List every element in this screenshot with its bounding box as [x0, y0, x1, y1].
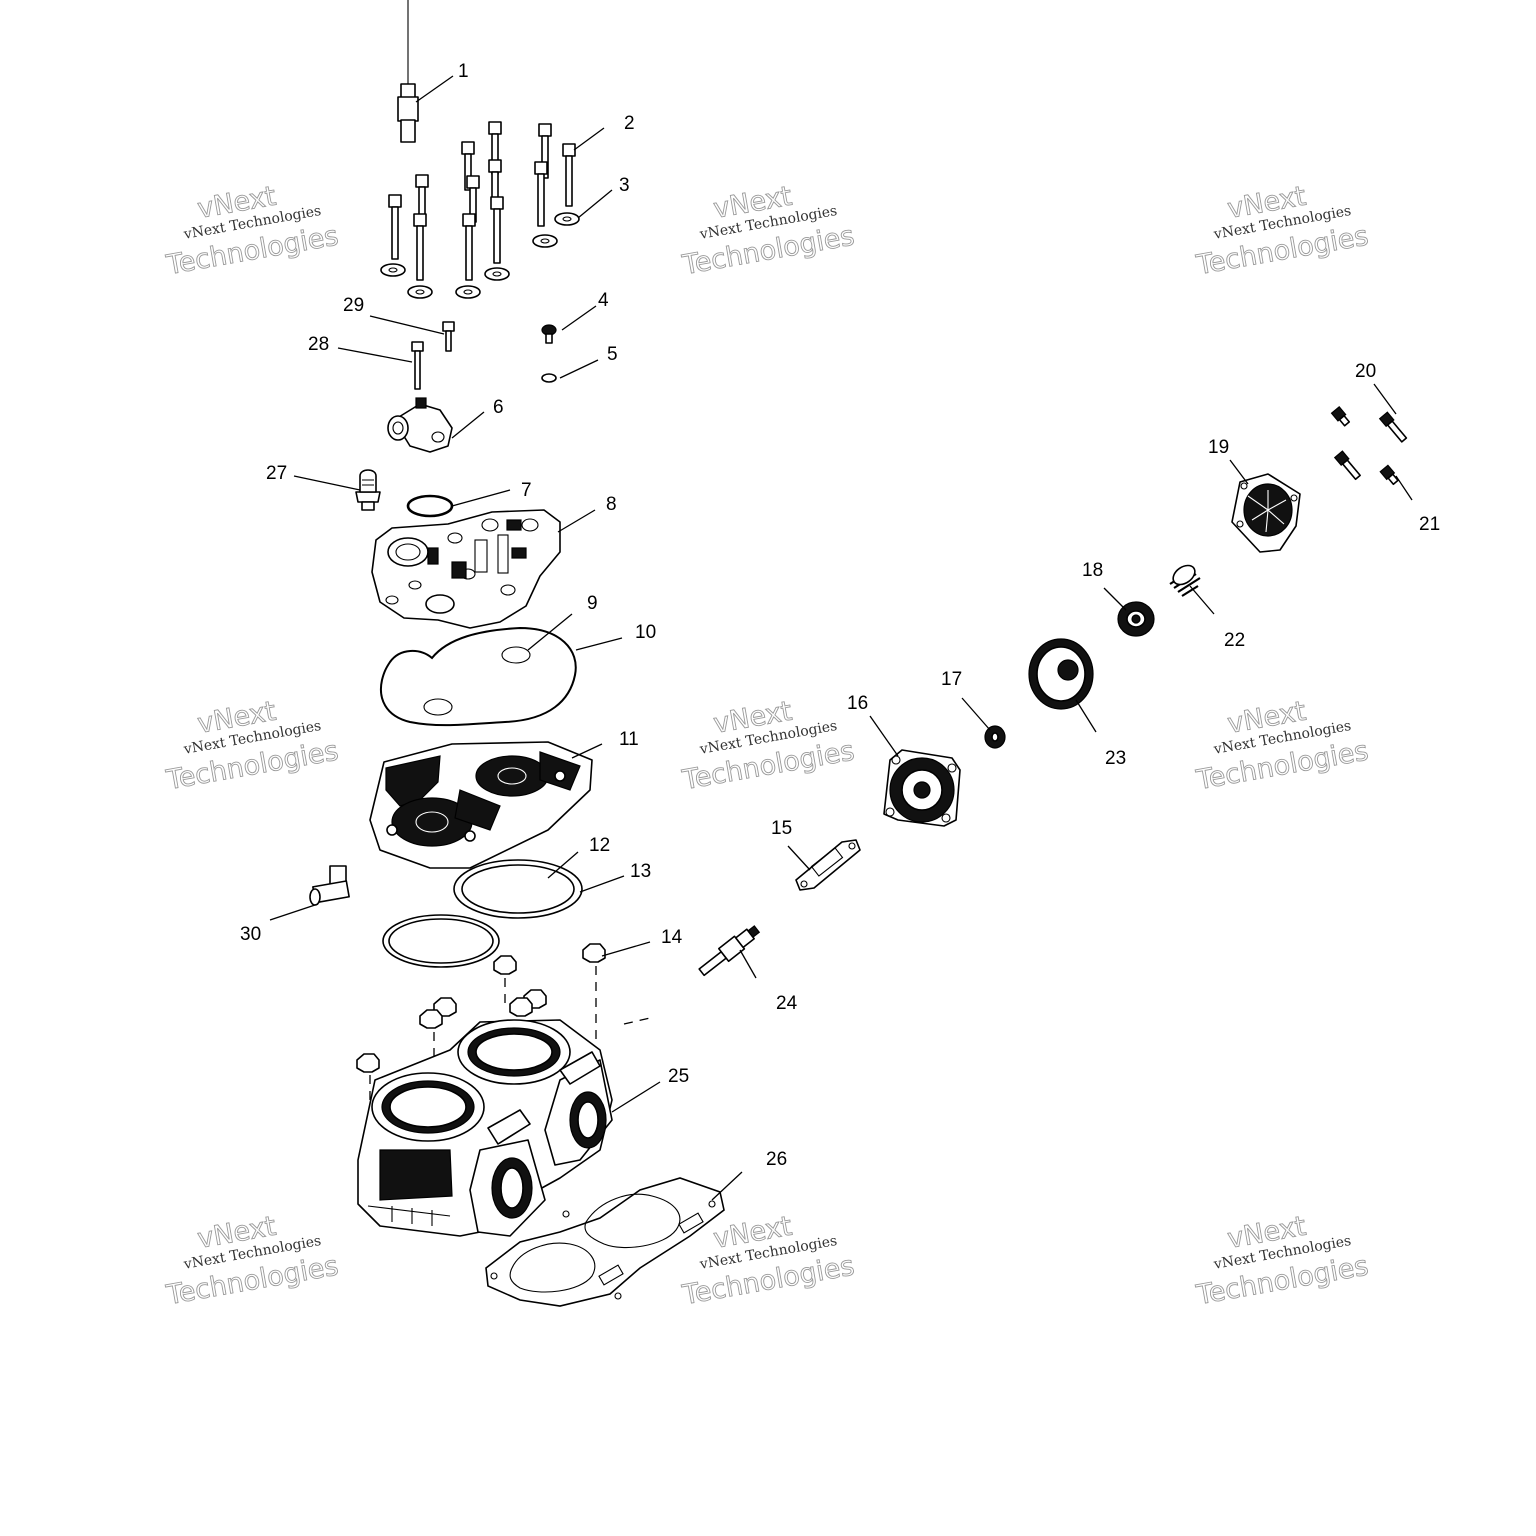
- callout-15: 15: [771, 818, 792, 839]
- part-5-washer: [541, 373, 557, 383]
- nut: [419, 1009, 443, 1029]
- bolt: [461, 141, 475, 191]
- watermark: vNext vNext Technologies Technologies: [679, 1210, 857, 1311]
- screw: [1378, 411, 1408, 443]
- callout-14: 14: [661, 927, 683, 948]
- part-13-ring: [453, 859, 583, 919]
- callout-5: 5: [607, 344, 618, 365]
- callout-16: 16: [847, 693, 868, 714]
- callout-3: 3: [619, 175, 630, 196]
- screw: [1330, 405, 1351, 427]
- part-24-sensor: [698, 925, 761, 977]
- leader-lines: [269, 75, 1413, 1201]
- callout-9: 9: [587, 593, 598, 614]
- part-18-washer: [1117, 601, 1155, 637]
- part-21-screw: [1379, 464, 1399, 486]
- watermarks: vNext vNext Technologies Technologies vN…: [163, 180, 1371, 1311]
- bolt: [413, 213, 427, 281]
- nut: [509, 997, 533, 1017]
- watermark: vNext vNext Technologies Technologies: [163, 180, 341, 281]
- callout-labels: 1 2 3 4 5 6 7 8 9 10 11 12 13 14 15 16 1…: [240, 61, 1440, 1170]
- callout-22: 22: [1224, 630, 1245, 651]
- part-22-spring: [1169, 564, 1201, 597]
- callout-4: 4: [598, 290, 609, 311]
- part-3-washers: [380, 212, 580, 299]
- part-9-ring: [501, 646, 531, 664]
- bolt: [415, 174, 429, 220]
- callout-29: 29: [343, 295, 364, 316]
- callout-1: 1: [458, 61, 469, 82]
- part-4-screw: [541, 324, 557, 344]
- bolt: [388, 194, 402, 260]
- watermark: vNext vNext Technologies Technologies: [679, 695, 857, 796]
- part-19-cap: [1231, 473, 1301, 553]
- part-1-sensor: [397, 0, 419, 143]
- part-7-o-ring: [406, 494, 454, 518]
- nut: [493, 955, 517, 975]
- part-20-screws: [1330, 405, 1408, 481]
- callout-10: 10: [635, 622, 656, 643]
- part-8-head-cover: [371, 509, 561, 629]
- callout-8: 8: [606, 494, 617, 515]
- callout-28: 28: [308, 334, 329, 355]
- callout-6: 6: [493, 397, 504, 418]
- callout-19: 19: [1208, 437, 1229, 458]
- part-16-cover-plate: [883, 749, 961, 827]
- bolt: [490, 196, 504, 264]
- watermark: vNext vNext Technologies Technologies: [679, 180, 857, 281]
- callout-2: 2: [624, 113, 635, 134]
- part-11-cylinder-head: [369, 741, 593, 869]
- part-12-ring: [461, 864, 575, 914]
- callout-21: 21: [1419, 514, 1440, 535]
- head-gasket-lower: [382, 914, 500, 968]
- part-28-bolt: [411, 341, 424, 390]
- callout-23: 23: [1105, 748, 1126, 769]
- callout-11: 11: [619, 729, 639, 750]
- part-25-cylinder-block: [357, 1019, 613, 1237]
- screw: [1333, 450, 1361, 481]
- watermark: vNext vNext Technologies Technologies: [163, 1210, 341, 1311]
- bolt: [534, 161, 548, 227]
- part-14-nuts: [356, 943, 606, 1073]
- part-6-thermostat-housing: [387, 397, 453, 453]
- callout-7: 7: [521, 480, 532, 501]
- bolt: [462, 213, 476, 281]
- part-29-bolt: [442, 321, 455, 352]
- callout-12: 12: [589, 835, 610, 856]
- callout-25: 25: [668, 1066, 689, 1087]
- watermark: vNext vNext Technologies Technologies: [1193, 695, 1371, 796]
- part-15-gasket: [795, 839, 861, 891]
- watermark: vNext vNext Technologies Technologies: [1193, 180, 1371, 281]
- callout-26: 26: [766, 1149, 787, 1170]
- watermark: vNext vNext Technologies Technologies: [1193, 1210, 1371, 1311]
- part-23-diaphragm: [1028, 638, 1094, 710]
- callout-20: 20: [1355, 361, 1376, 382]
- callout-13: 13: [630, 861, 651, 882]
- part-2-head-bolts: [388, 121, 576, 281]
- bolt: [488, 159, 502, 203]
- callout-18: 18: [1082, 560, 1103, 581]
- part-26-base-gasket: [485, 1177, 725, 1307]
- callout-24: 24: [776, 993, 798, 1014]
- callout-27: 27: [266, 463, 287, 484]
- callout-17: 17: [941, 669, 962, 690]
- watermark: vNext vNext Technologies Technologies: [163, 695, 341, 796]
- nut: [582, 943, 606, 963]
- callout-30: 30: [240, 924, 261, 945]
- part-30-elbow-fitting: [309, 865, 350, 906]
- part-10-gasket: [380, 626, 577, 727]
- part-17-nut: [984, 725, 1006, 749]
- bolt: [562, 143, 576, 207]
- bolt: [488, 121, 502, 175]
- nut: [356, 1053, 380, 1073]
- bolt: [538, 123, 552, 179]
- part-27-thermostat: [355, 469, 381, 511]
